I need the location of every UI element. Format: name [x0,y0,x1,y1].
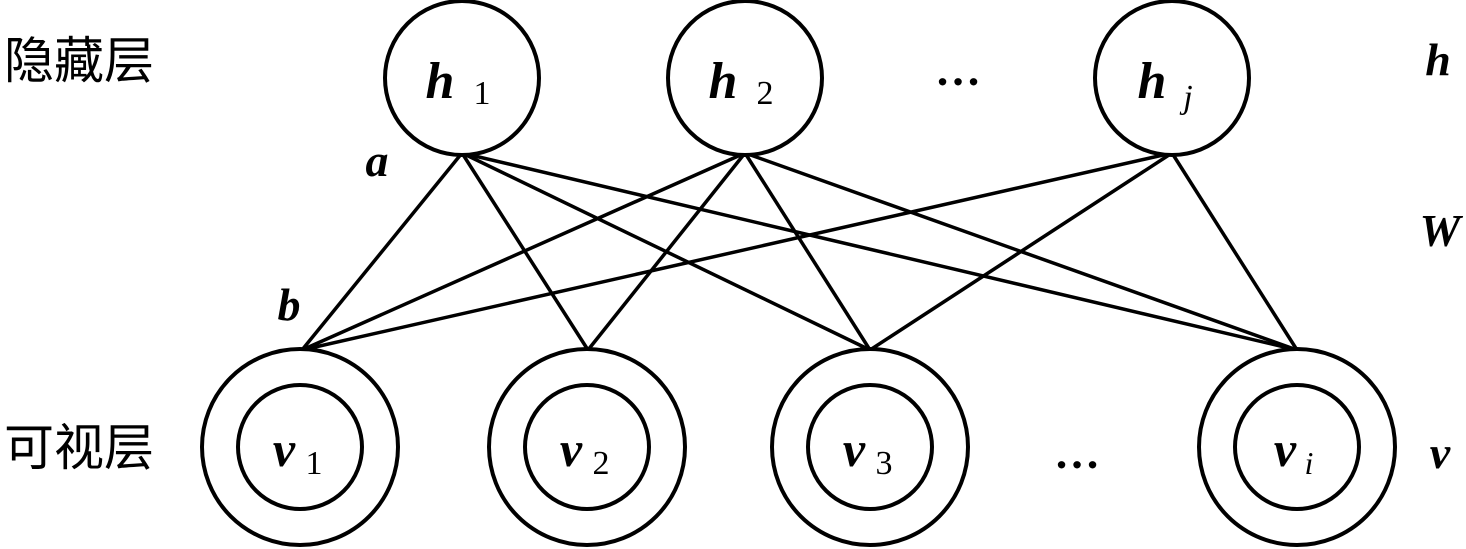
edge-h1-v1 [300,151,464,352]
hidden-node-1: h 1 [383,0,541,157]
hidden-node-j-subscript: j [1179,79,1192,116]
hidden-node-1-symbol: h [426,53,455,110]
weight-edges [300,151,1299,352]
visible-node-3-subscript: 3 [876,445,893,482]
edge-hj-v3 [869,151,1173,352]
hidden-node-j-symbol: h [1138,53,1167,110]
visible-node-2-symbol: v [560,421,583,477]
visible-node-1-subscript: 1 [306,445,323,482]
visible-layer-label: 可视层 [4,419,154,477]
hidden-node-1-subscript: 1 [474,75,491,112]
visible-node-1: v 1 [200,347,400,547]
visible-node-i-subscript: i [1305,445,1314,481]
label-a: a [366,135,389,186]
hidden-node-2: h 2 [666,0,824,157]
edge-hj-vi [1170,152,1299,351]
label-b: b [278,279,301,330]
visible-node-i-symbol: v [1274,421,1297,477]
visible-node-1-symbol: v [273,421,296,477]
label-W: W [1420,205,1464,256]
edge-h2-v3 [743,152,872,351]
visible-ellipsis: … [1054,427,1100,478]
edge-h2-v2 [586,151,747,352]
hidden-ellipsis: … [935,44,981,95]
hidden-node-2-subscript: 2 [757,75,774,112]
edge-h2-v1 [301,151,746,352]
visible-node-2: v 2 [487,347,687,547]
visible-node-3-symbol: v [843,421,866,477]
hidden-layer-label: 隐藏层 [4,32,154,90]
visible-node-i: v i [1197,347,1397,547]
edge-h1-vi [461,151,1298,352]
label-v: v [1430,427,1451,478]
edge-hj-v1 [301,151,1173,352]
hidden-node-j: h j [1093,0,1251,157]
hidden-node-2-symbol: h [709,53,738,110]
visible-node-2-subscript: 2 [593,445,610,482]
visible-node-3: v 3 [770,347,970,547]
label-h: h [1425,34,1451,85]
